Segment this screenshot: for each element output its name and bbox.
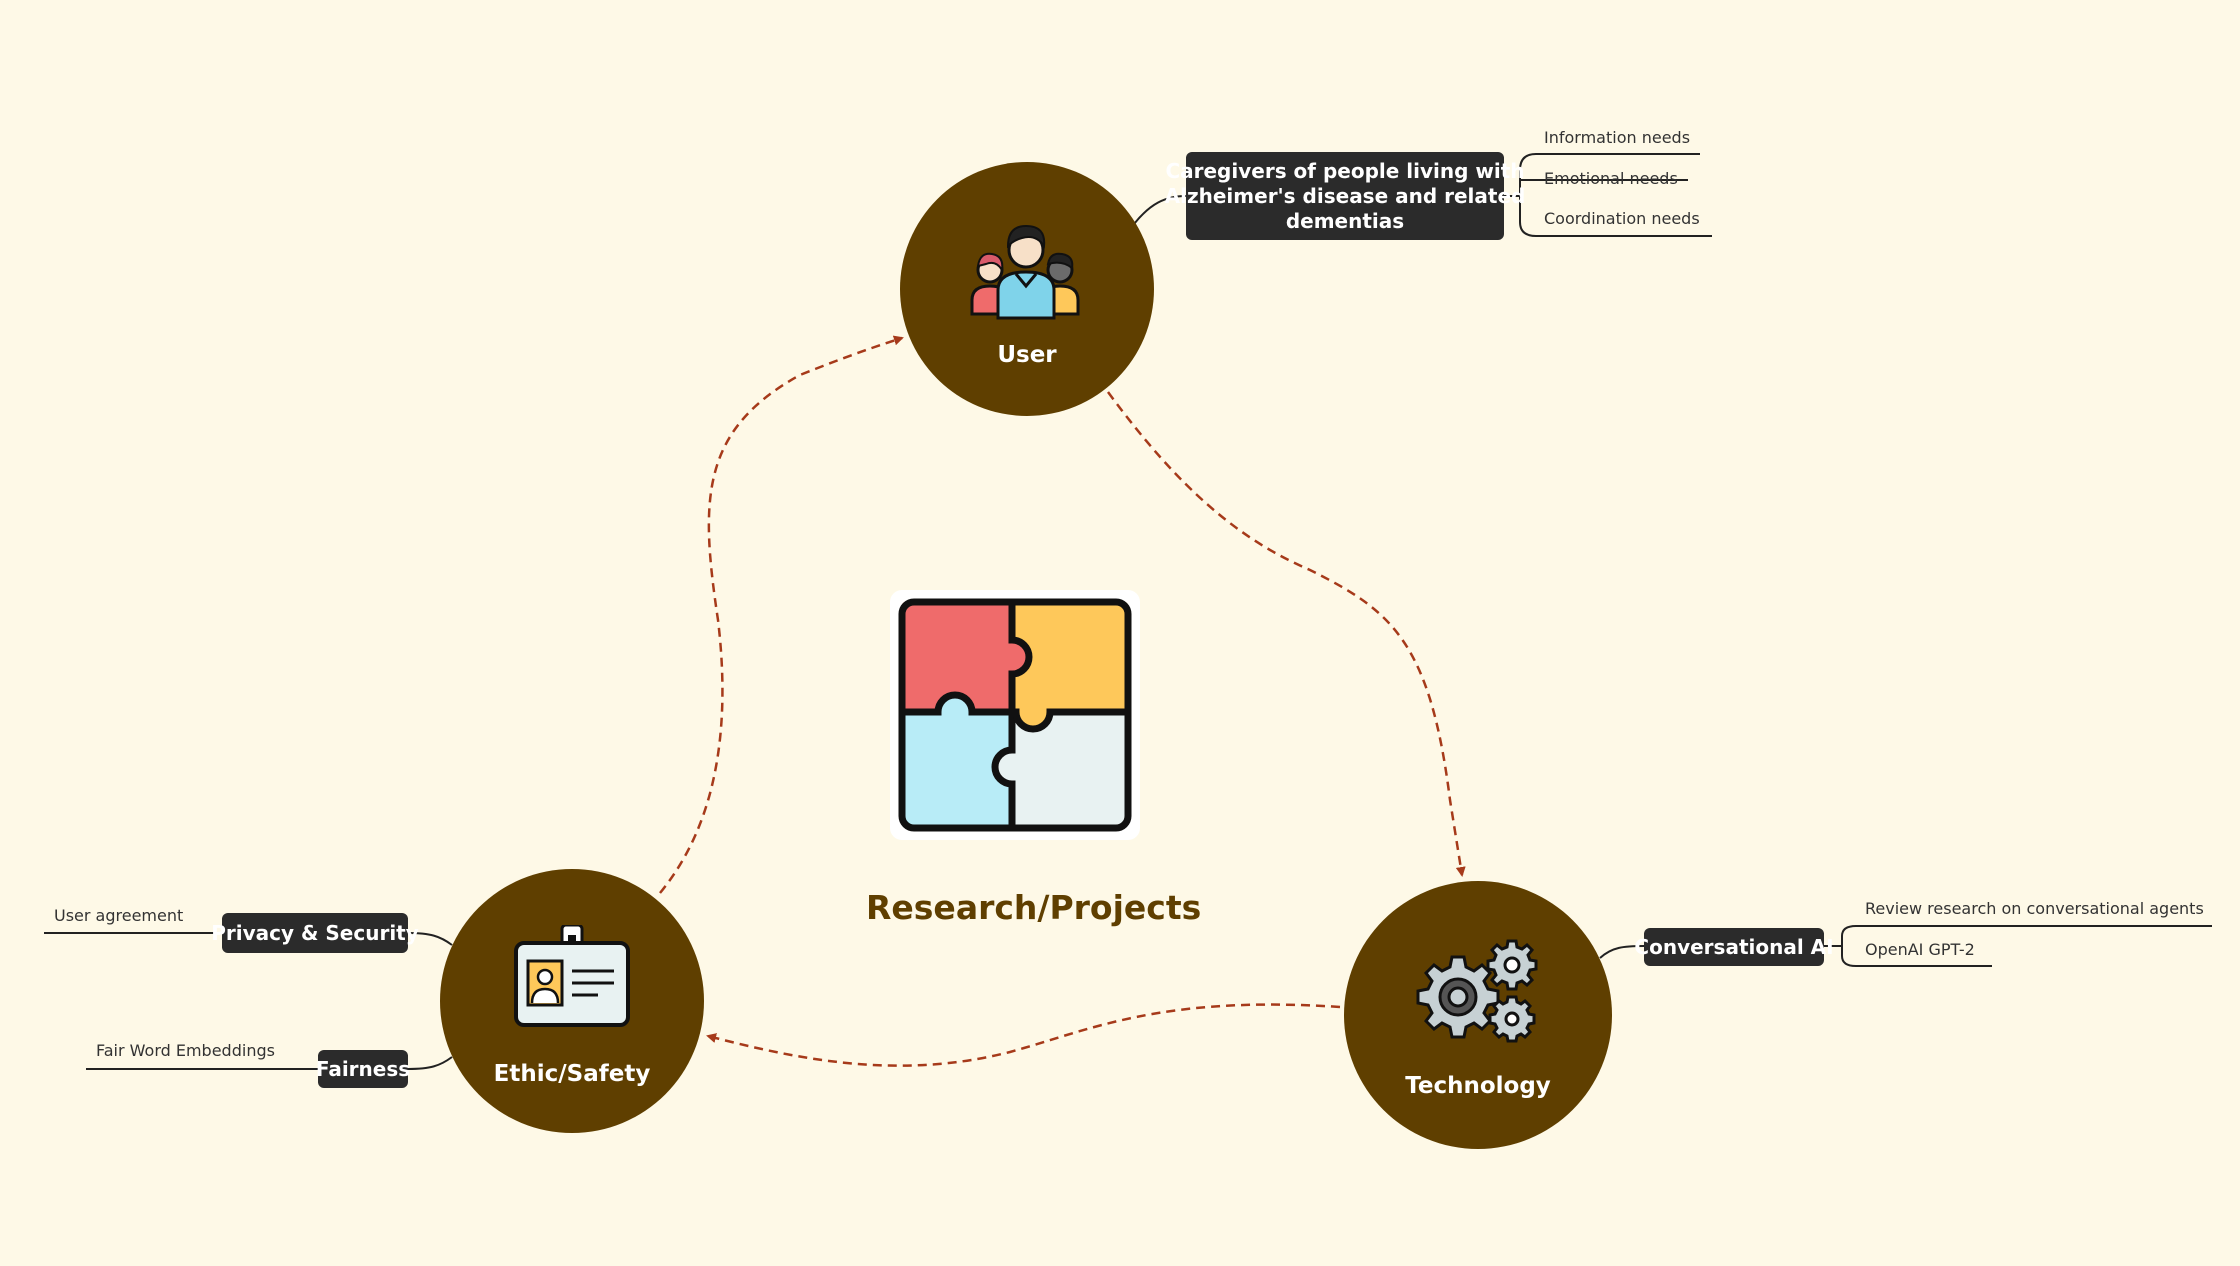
puzzle-icon (890, 590, 1140, 840)
ethic-topic-privacy-security[interactable]: Privacy & Security (211, 913, 419, 953)
leaf-openai-gpt2[interactable]: OpenAI GPT-2 (1865, 940, 1975, 959)
user-node[interactable]: User (900, 162, 1154, 416)
leaf-coordination-needs[interactable]: Coordination needs (1544, 209, 1700, 228)
id-badge-icon (514, 925, 630, 1027)
leaf-fair-word-embeddings[interactable]: Fair Word Embeddings (96, 1041, 275, 1060)
leaf-emotional-needs[interactable]: Emotional needs (1544, 169, 1678, 188)
user-node-label: User (997, 342, 1057, 368)
technology-node-label: Technology (1405, 1073, 1551, 1099)
arrow-user-to-technology (1106, 391, 1466, 877)
gears-icon (1416, 939, 1538, 1043)
user-topic-line-3: dementias (1285, 208, 1405, 233)
user-topic-line-1: Caregivers of people living with (1165, 158, 1525, 183)
connector-ethic-fairness (407, 1056, 453, 1070)
arrow-technology-to-ethic (706, 1003, 1341, 1067)
connector-technology-topic (1599, 945, 1645, 959)
center-puzzle (890, 590, 1140, 840)
ethic-safety-node-label: Ethic/Safety (493, 1061, 651, 1087)
leaf-review-research[interactable]: Review research on conversational agents (1865, 899, 2204, 918)
ethic-topic-fairness[interactable]: Fairness (316, 1050, 410, 1088)
connector-user-topic (1133, 195, 1187, 225)
technology-topic-conversational-ai[interactable]: Conversational AI (1634, 928, 1834, 966)
technology-node[interactable]: Technology (1344, 881, 1612, 1149)
user-topic-line-2: Alzheimer's disease and related (1164, 183, 1526, 208)
arrow-ethic-to-user (659, 335, 904, 894)
connector-ethic-privacy (407, 932, 453, 946)
leaf-information-needs[interactable]: Information needs (1544, 128, 1691, 147)
connector-user-leaves (1504, 153, 1712, 237)
user-topic-caregivers[interactable]: Caregivers of people living with Alzheim… (1165, 152, 1525, 240)
connector-technology-leaves (1824, 925, 2212, 967)
center-title: Research/Projects (866, 888, 1202, 927)
ethic-safety-node[interactable]: Ethic/Safety (440, 869, 704, 1133)
users-group-icon (970, 224, 1080, 320)
leaf-user-agreement[interactable]: User agreement (54, 906, 184, 925)
